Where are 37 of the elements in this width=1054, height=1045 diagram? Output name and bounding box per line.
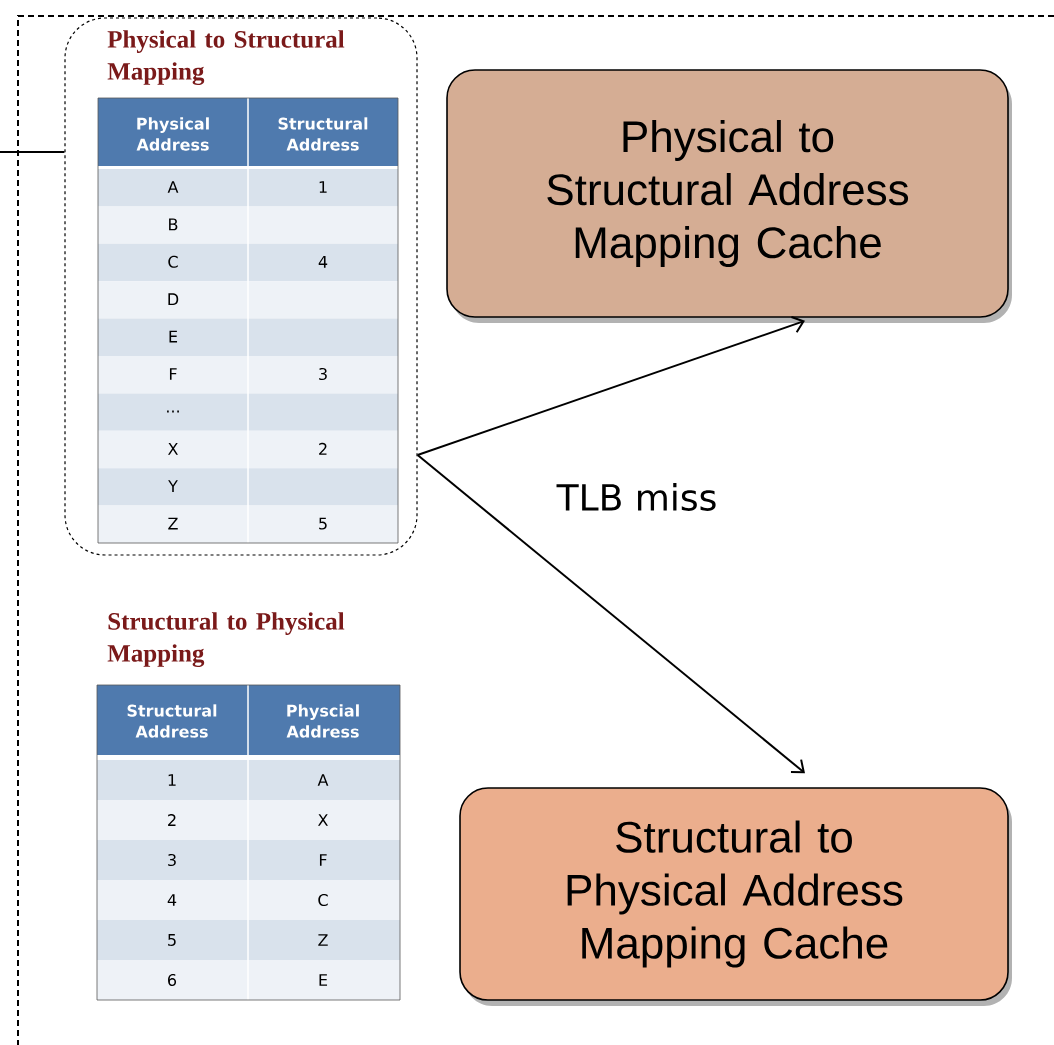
- column-header: Physcial Address: [286, 704, 359, 738]
- table-cell: E: [319, 974, 328, 986]
- process-box: Physical to Structural Address Mapping Cache: [446, 69, 1012, 323]
- table-cell: C: [318, 893, 328, 907]
- table-cell: A: [167, 181, 179, 193]
- column-header: Structural Address: [127, 704, 217, 738]
- edge-label: TLB miss: [554, 481, 720, 513]
- table-cell: 1: [319, 181, 327, 193]
- table-cell: X: [318, 814, 328, 826]
- table-cell: X: [168, 442, 178, 455]
- table-cell: 5: [319, 517, 327, 530]
- table-cell: A: [317, 774, 329, 786]
- table-cell: 5: [168, 934, 176, 946]
- table-cell: 4: [318, 255, 328, 268]
- table-cell: B: [169, 218, 178, 231]
- arrow: [416, 454, 805, 774]
- table-cell: F: [319, 854, 327, 866]
- column-header: Structural Address: [278, 117, 368, 151]
- table-cell: 1: [168, 774, 176, 786]
- column-header: Physical Address: [136, 117, 209, 151]
- table-cell: ...: [167, 410, 179, 413]
- table-cell: 3: [168, 853, 176, 867]
- table-cell: D: [168, 293, 179, 306]
- table-cell: E: [169, 330, 178, 343]
- table-cell: Z: [168, 517, 178, 530]
- table-cell: 3: [319, 367, 327, 381]
- table-cell: Z: [318, 934, 328, 946]
- arrow: [416, 316, 805, 456]
- table-title: Structural to Physical Mapping: [107, 612, 345, 668]
- table-cell: F: [169, 368, 177, 380]
- table-cell: 4: [167, 894, 177, 906]
- table-cell: 2: [168, 814, 176, 826]
- table-cell: 6: [168, 973, 177, 987]
- table-cell: Y: [168, 480, 178, 493]
- table-cell: C: [168, 255, 178, 268]
- table-cell: 2: [319, 442, 327, 455]
- process-box: Structural to Physical Address Mapping Cache: [459, 787, 1012, 1006]
